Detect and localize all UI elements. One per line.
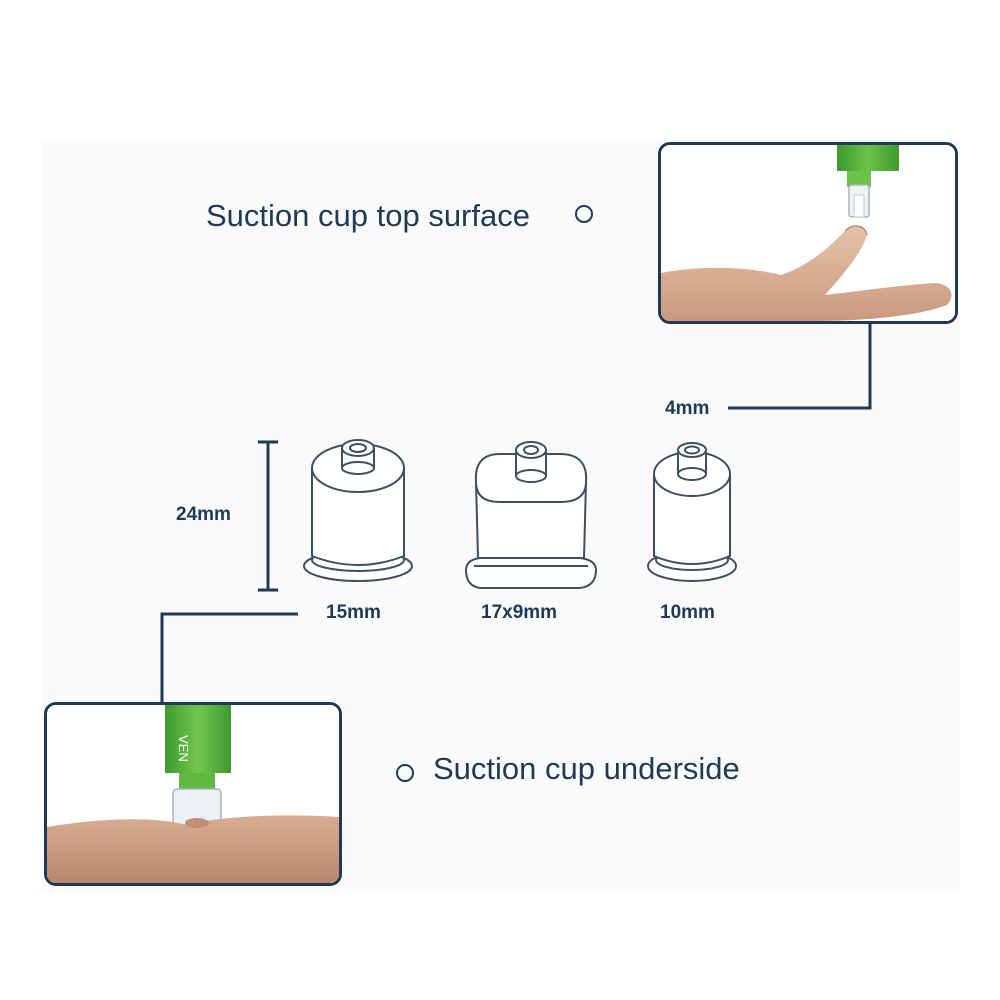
arm-photo: VEN xyxy=(44,702,342,886)
suction-cup-icon xyxy=(464,441,598,589)
underside-label: Suction cup underside xyxy=(433,751,740,786)
tip-connector-line xyxy=(728,322,872,410)
top-surface-label: Suction cup top surface xyxy=(206,198,530,233)
height-dimension-line xyxy=(258,440,278,592)
finger-photo xyxy=(658,142,958,324)
cup-width-label-10mm: 10mm xyxy=(660,602,715,623)
device-brand-text: VEN xyxy=(176,735,191,762)
cup-width-label-17x9mm: 17x9mm xyxy=(481,602,558,623)
suction-cup-icon xyxy=(303,439,413,582)
underside-connector-line xyxy=(160,612,298,704)
circle-marker-icon xyxy=(396,764,414,782)
suction-cup-icon xyxy=(647,442,737,582)
circle-marker-icon xyxy=(575,205,593,223)
tip-dimension-label: 4mm xyxy=(665,398,710,419)
height-dimension-label: 24mm xyxy=(176,504,231,525)
cup-width-label-15mm: 15mm xyxy=(326,602,381,623)
